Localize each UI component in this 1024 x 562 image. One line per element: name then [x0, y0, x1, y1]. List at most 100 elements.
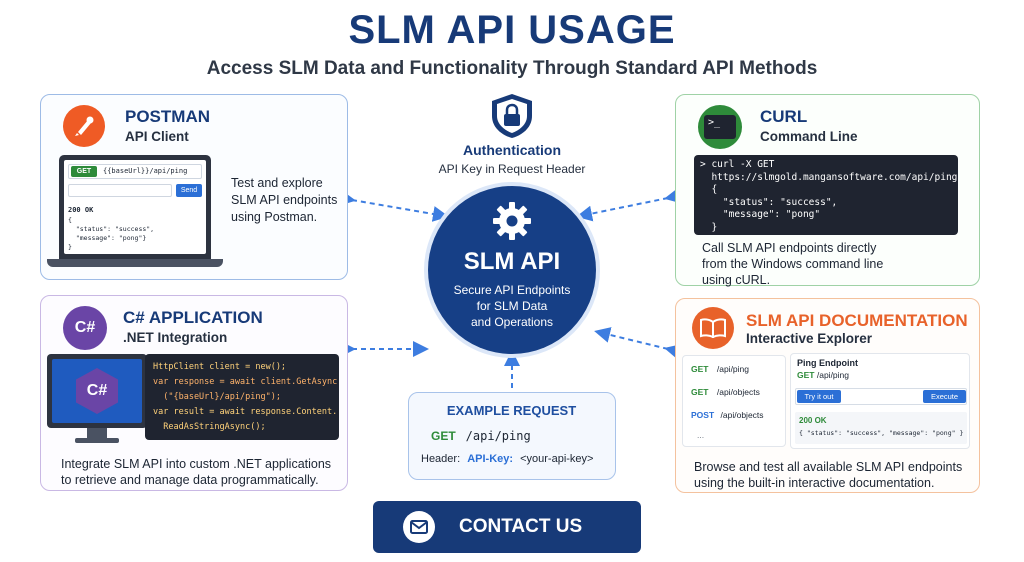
laptop-screen: GET {{baseUrl}}/api/ping Send 200 OK { "…: [59, 155, 211, 259]
desc-line: from the Windows command line: [702, 257, 884, 271]
page-title: SLM API USAGE: [348, 8, 676, 52]
example-title: EXAMPLE REQUEST: [446, 403, 577, 418]
csharp-code-block: HttpClient client = new(); var response =…: [145, 354, 339, 440]
contact-us-button[interactable]: CONTACT US: [373, 501, 641, 553]
docs-title: SLM API DOCUMENTATION: [746, 311, 968, 330]
contact-us-label: CONTACT US: [459, 516, 583, 537]
csharp-hex-logo: C#: [76, 368, 118, 414]
example-request-card: EXAMPLE REQUEST GET/api/ping Header: API…: [408, 392, 616, 480]
docs-card: SLM API DOCUMENTATION Interactive Explor…: [675, 298, 980, 493]
header-key: API-Key:: [467, 453, 514, 465]
postman-method: GET: [71, 166, 97, 177]
monitor-screen: C#: [47, 354, 147, 428]
postman-send-button[interactable]: Send: [176, 184, 202, 197]
example-header: Header: API-Key: <your-api-key>: [421, 453, 593, 465]
response-line: }: [68, 243, 72, 251]
postman-status: 200 OK: [68, 206, 94, 214]
example-endpoint: GET/api/ping: [431, 429, 531, 443]
code-line: "message": "pong": [700, 209, 821, 220]
curl-description: Call SLM API endpoints directly from the…: [702, 240, 883, 288]
panel-path: /api/ping: [816, 370, 849, 380]
code-line: > curl -X GET: [700, 159, 775, 170]
endpoint-method: POST: [691, 410, 715, 420]
auth-subtitle: API Key in Request Header: [438, 162, 586, 176]
endpoint-path: /api/objects: [720, 410, 764, 420]
endpoint-path: /api/ping: [716, 364, 749, 374]
endpoint-method: GET: [691, 387, 709, 397]
auth-title: Authentication: [463, 142, 561, 158]
csharp-description: Integrate SLM API into custom .NET appli…: [61, 456, 331, 488]
docs-subtitle: Interactive Explorer: [746, 331, 873, 346]
response-box: 200 OK { "status": "success", "message":…: [795, 412, 967, 444]
panel-endpoint: GET /api/ping: [797, 370, 849, 380]
endpoint-item[interactable]: GET /api/objects: [691, 387, 760, 397]
postman-input[interactable]: [68, 184, 172, 197]
postman-url: {{baseUrl}}/api/ping: [103, 167, 188, 175]
curl-title: CURL: [760, 107, 808, 126]
endpoint-item[interactable]: GET /api/ping: [691, 364, 749, 374]
laptop-base: [47, 259, 223, 267]
try-it-out-button[interactable]: Try it out: [797, 390, 841, 403]
panel-title: Ping Endpoint: [797, 358, 858, 368]
arrow-postman: [338, 190, 449, 222]
desc-line: to retrieve and manage data programmatic…: [61, 473, 319, 487]
code-line: ("{baseUrl}/api/ping");: [153, 392, 281, 402]
postman-title: POSTMAN: [125, 107, 210, 126]
docs-response: { "status": "success", "message": "pong"…: [799, 429, 964, 437]
example-method: GET: [431, 429, 456, 443]
postman-subtitle: API Client: [125, 129, 189, 144]
postman-icon: [63, 105, 105, 147]
docs-description: Browse and test all available SLM API en…: [694, 459, 962, 491]
response-line: "status": "success",: [68, 225, 155, 233]
terminal-icon-badge: >_: [698, 105, 742, 149]
desc-line: using Postman.: [231, 210, 318, 224]
desc-line: Integrate SLM API into custom .NET appli…: [61, 457, 332, 471]
panel-method: GET: [797, 370, 815, 380]
response-line: "message": "pong"}: [68, 234, 147, 242]
hub-desc-line: for SLM Data: [476, 299, 548, 313]
header-label: Header:: [421, 453, 461, 465]
code-line: ReadAsStringAsync();: [153, 422, 266, 432]
desc-line: Call SLM API endpoints directly: [702, 241, 877, 255]
curl-card: >_ CURL Command Line > curl -X GET https…: [675, 94, 980, 288]
gear-icon: [491, 200, 533, 242]
curl-subtitle: Command Line: [760, 129, 858, 144]
arrow-curl: [576, 187, 682, 222]
example-path: /api/ping: [465, 429, 531, 443]
postman-response: { "status": "success", "message": "pong"…: [68, 216, 154, 252]
page-subtitle: Access SLM Data and Functionality Throug…: [206, 58, 818, 79]
code-line: var response = await client.GetAsync: [153, 377, 338, 387]
code-line: var result = await response.Content.: [153, 407, 338, 417]
response-line: {: [68, 216, 72, 224]
curl-code-block: > curl -X GET https://slmgold.mangansoft…: [694, 155, 958, 235]
shield-lock-icon: [486, 92, 538, 140]
csharp-logo-screen: C#: [52, 359, 142, 423]
hub-desc-line: and Operations: [470, 315, 554, 329]
code-line: https://slmgold.mangansoftware.com/api/p…: [700, 171, 958, 183]
desc-line: using the built-in interactive documenta…: [694, 476, 935, 490]
hub-description: Secure API Endpoints for SLM Data and Op…: [428, 282, 596, 330]
desc-line: using cURL.: [702, 273, 771, 287]
monitor-stand: [87, 428, 107, 438]
execute-button[interactable]: Execute: [923, 390, 966, 403]
endpoint-detail-panel: Ping Endpoint GET /api/ping Try it out E…: [790, 353, 970, 449]
endpoint-method: GET: [691, 364, 709, 374]
csharp-title: C# APPLICATION: [123, 308, 263, 327]
slm-api-hub: SLM API Secure API Endpoints for SLM Dat…: [428, 186, 596, 354]
csharp-icon: C#: [63, 306, 107, 350]
endpoint-list: GET /api/ping GET /api/objects POST /api…: [682, 355, 786, 447]
postman-card: POSTMAN API Client GET {{baseUrl}}/api/p…: [40, 94, 348, 280]
csharp-card: C# C# APPLICATION .NET Integration C# Ht…: [40, 295, 348, 491]
code-line: {: [700, 184, 718, 195]
code-line: HttpClient client = new();: [153, 362, 287, 372]
header-value: <your-api-key>: [520, 453, 594, 465]
csharp-subtitle: .NET Integration: [123, 330, 228, 345]
book-icon-badge: [692, 307, 734, 349]
endpoint-item[interactable]: POST /api/objects: [691, 410, 764, 420]
postman-url-bar[interactable]: GET {{baseUrl}}/api/ping: [68, 164, 202, 179]
arrow-docs: [594, 327, 682, 360]
terminal-icon: >_: [704, 115, 736, 139]
hub-desc-line: Secure API Endpoints: [453, 283, 571, 297]
desc-line: Test and explore: [231, 176, 323, 190]
postman-description: Test and explore SLM API endpoints using…: [231, 175, 337, 226]
